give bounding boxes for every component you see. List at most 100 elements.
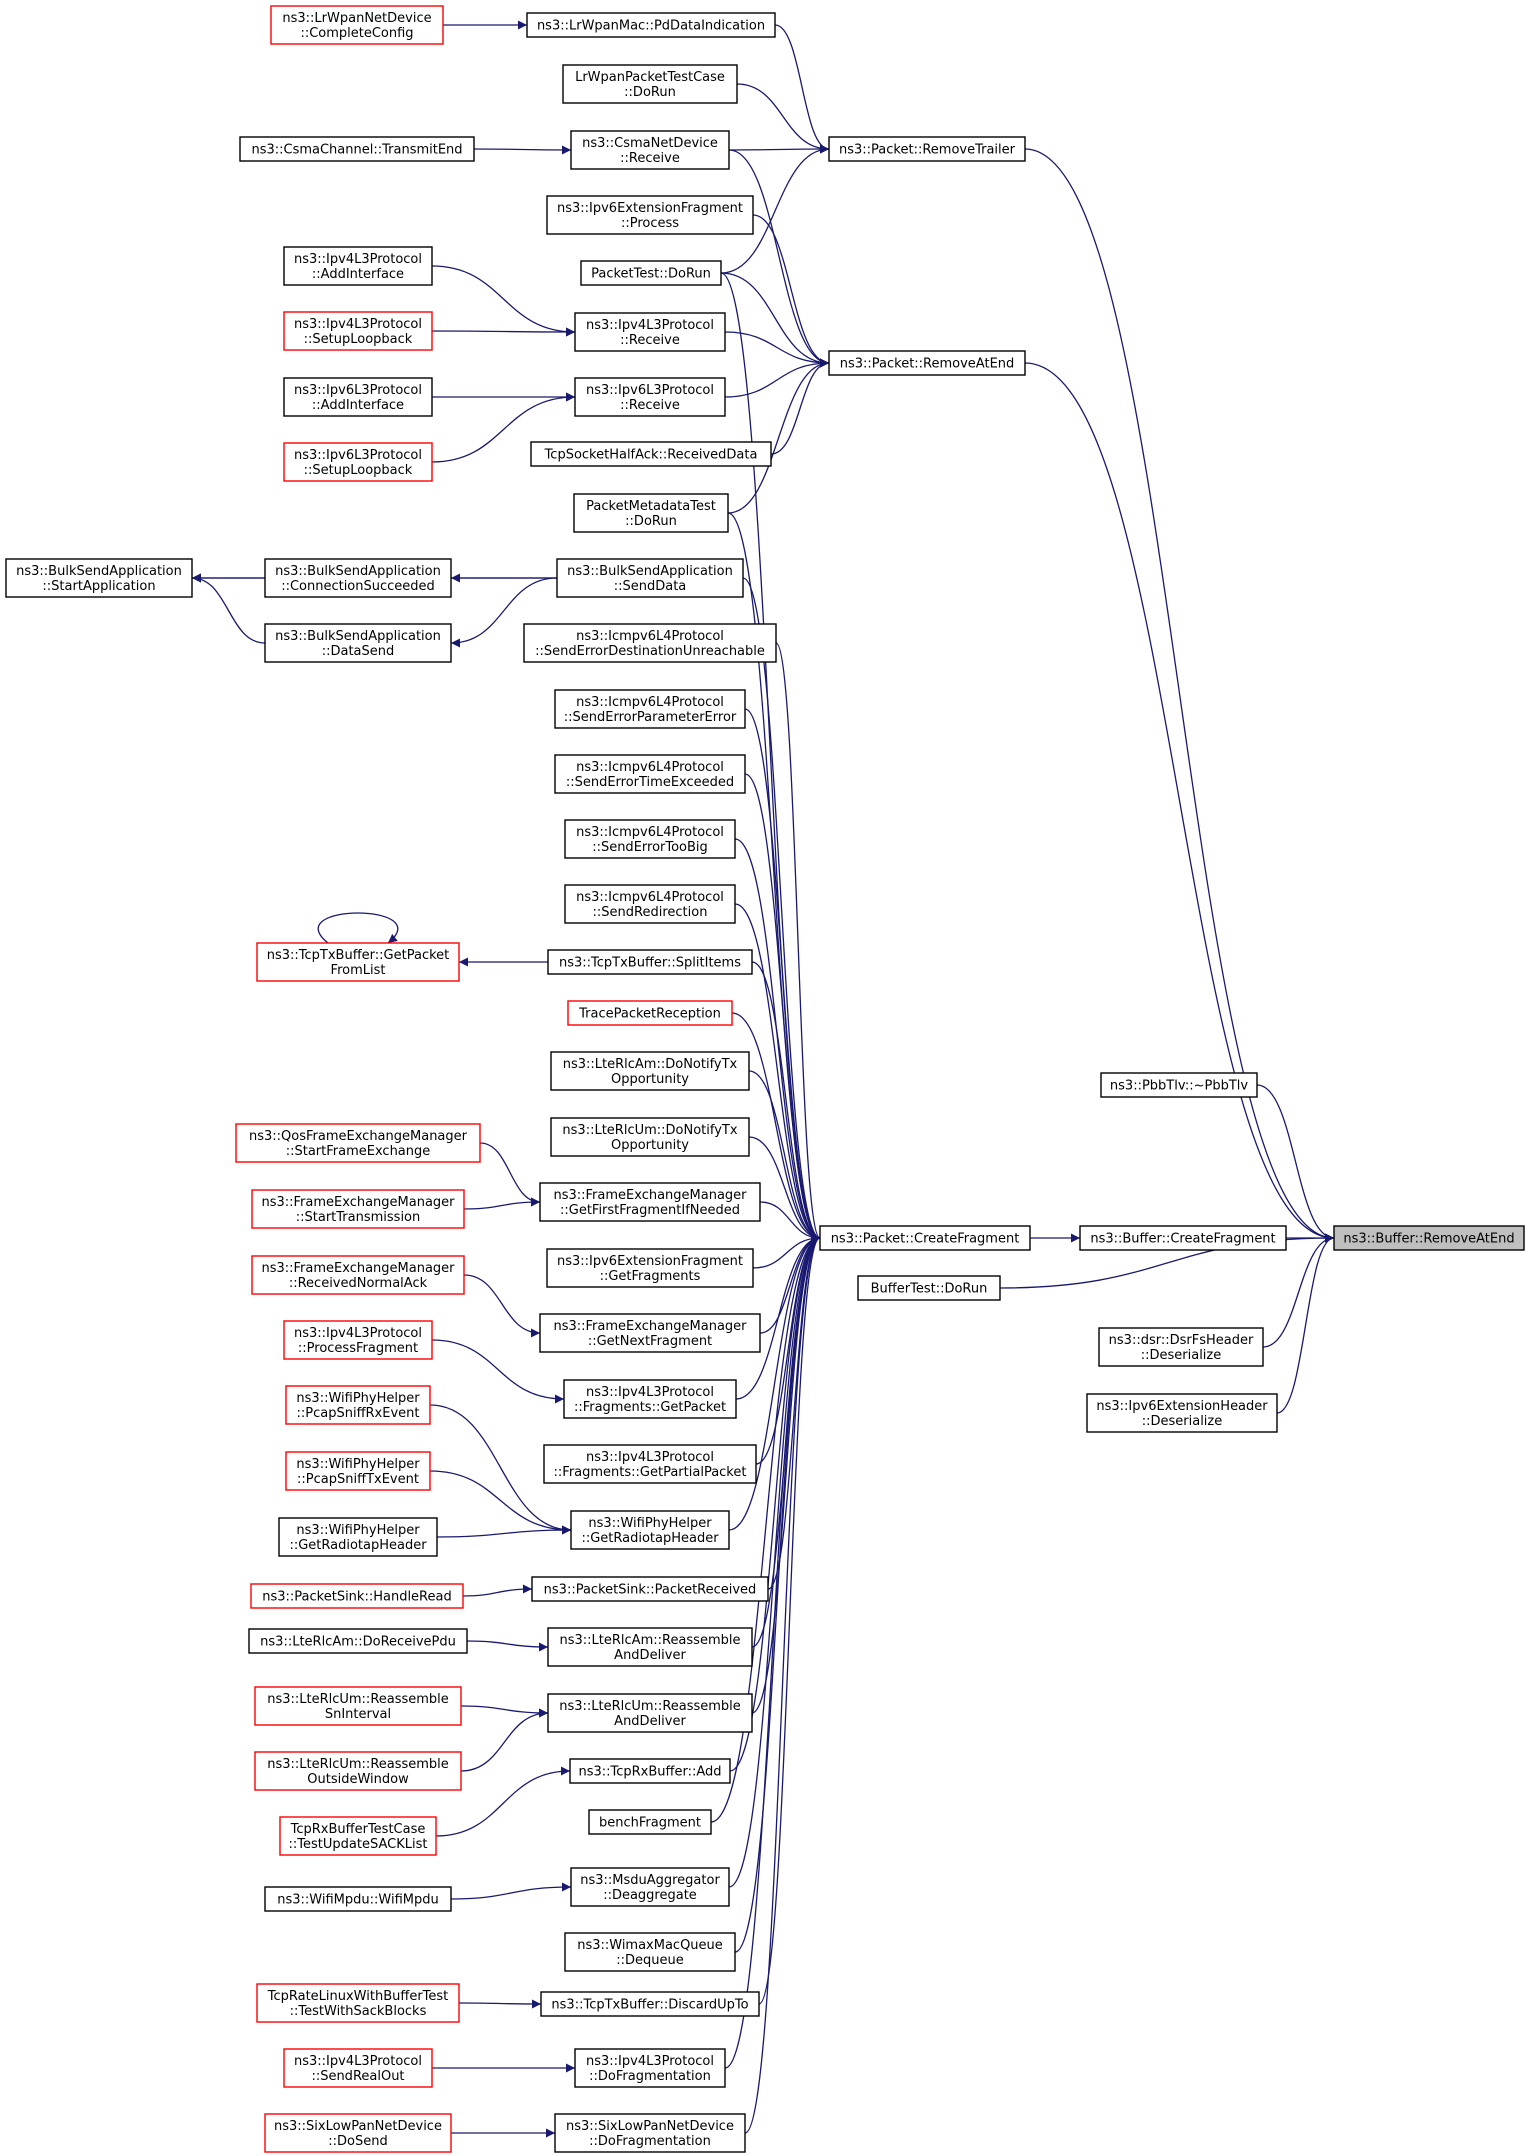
node-icmpParam[interactable]: ns3::Icmpv6L4Protocol::SendErrorParamete… — [554, 689, 746, 729]
call-edge-wifiTx-to-wifiRadio — [429, 1470, 572, 1535]
node-bulkSendData[interactable]: ns3::BulkSendApplication::SendData — [556, 558, 744, 598]
node-bulkConn[interactable]: ns3::BulkSendApplication::ConnectionSucc… — [264, 558, 452, 598]
node-wifiRadio[interactable]: ns3::WifiPhyHelper::GetRadiotapHeader — [570, 1510, 730, 1550]
call-edge-ipv6Receive-to-pktRemoveAtEnd — [724, 358, 830, 398]
node-ipv4DoFrag[interactable]: ns3::Ipv4L3Protocol::DoFragmentation — [574, 2048, 726, 2088]
node-box — [574, 312, 726, 352]
node-wimaxDequeue[interactable]: ns3::WimaxMacQueue::Dequeue — [564, 1932, 736, 1972]
node-pktMetaTest[interactable]: PacketMetadataTest::DoRun — [573, 493, 729, 533]
node-sixDoFrag[interactable]: ns3::SixLowPanNetDevice::DoFragmentation — [554, 2113, 746, 2153]
node-pktRemoveAtEnd[interactable]: ns3::Packet::RemoveAtEnd — [828, 350, 1026, 376]
node-box — [539, 1313, 761, 1353]
node-bulkDataSend[interactable]: ns3::BulkSendApplication::DataSend — [264, 623, 452, 663]
call-edge-csmaReceive-to-removeTrailer — [728, 144, 830, 154]
node-label-line: ns3::BulkSendApplication — [16, 564, 182, 579]
node-lrTestCase[interactable]: LrWpanPacketTestCase::DoRun — [562, 64, 738, 104]
node-ipv4Loop[interactable]: ns3::Ipv4L3Protocol::SetupLoopback — [283, 311, 433, 351]
node-ipv4AddIf[interactable]: ns3::Ipv4L3Protocol::AddInterface — [283, 246, 433, 286]
node-box — [1098, 1327, 1264, 1367]
node-label-line: ns3::LteRlcUm::DoNotifyTx — [562, 1123, 737, 1138]
node-icmpTime[interactable]: ns3::Icmpv6L4Protocol::SendErrorTimeExce… — [554, 754, 746, 794]
node-box — [570, 1867, 730, 1907]
node-tcpDiscard[interactable]: ns3::TcpTxBuffer::DiscardUpTo — [540, 1991, 760, 2017]
call-edge-removeTrailer-to-removeAtEnd — [1024, 148, 1335, 1243]
node-box — [251, 1189, 465, 1229]
node-femNextFrag[interactable]: ns3::FrameExchangeManager::GetNextFragme… — [539, 1313, 761, 1353]
node-ipv6ExtFragGet[interactable]: ns3::Ipv6ExtensionFragment::GetFragments — [546, 1248, 754, 1288]
node-removeAtEnd[interactable]: ns3::Buffer::RemoveAtEnd — [1333, 1225, 1525, 1251]
node-ipv6ExtFragProcess[interactable]: ns3::Ipv6ExtensionFragment::Process — [546, 195, 754, 235]
node-csmaReceive[interactable]: ns3::CsmaNetDevice::Receive — [570, 130, 730, 170]
node-ipv4SendRealOut[interactable]: ns3::Ipv4L3Protocol::SendRealOut — [283, 2048, 433, 2088]
node-wifiRx[interactable]: ns3::WifiPhyHelper::PcapSniffRxEvent — [285, 1385, 431, 1425]
node-sinkReceived[interactable]: ns3::PacketSink::PacketReceived — [531, 1576, 769, 1602]
node-tcpRateSack[interactable]: TcpRateLinuxWithBufferTest::TestWithSack… — [256, 1983, 460, 2023]
node-sixDoSend[interactable]: ns3::SixLowPanNetDevice::DoSend — [264, 2113, 452, 2153]
node-label-line: ns3::PacketSink::HandleRead — [262, 1590, 451, 1605]
node-label-line: ::DoRun — [625, 514, 677, 529]
node-label-line: BufferTest::DoRun — [871, 1282, 988, 1297]
node-benchFrag[interactable]: benchFragment — [588, 1809, 712, 1835]
node-bufCreateFragment[interactable]: ns3::Buffer::CreateFragment — [1079, 1225, 1287, 1251]
node-ipv6Loop[interactable]: ns3::Ipv6L3Protocol::SetupLoopback — [283, 442, 433, 482]
node-icmpDestUnreach[interactable]: ns3::Icmpv6L4Protocol::SendErrorDestinat… — [523, 623, 777, 663]
node-tcpSplit[interactable]: ns3::TcpTxBuffer::SplitItems — [547, 949, 753, 975]
node-sinkHandle[interactable]: ns3::PacketSink::HandleRead — [250, 1583, 464, 1609]
node-wifiRadioLeft[interactable]: ns3::WifiPhyHelper::GetRadiotapHeader — [278, 1517, 438, 1557]
node-dsrFs[interactable]: ns3::dsr::DsrFsHeader::Deserialize — [1098, 1327, 1264, 1367]
node-label-line: ns3::WifiPhyHelper — [296, 1523, 420, 1538]
node-femStartTx[interactable]: ns3::FrameExchangeManager::StartTransmis… — [251, 1189, 465, 1229]
node-wifiMpdu[interactable]: ns3::WifiMpdu::WifiMpdu — [264, 1886, 452, 1912]
node-label-line: ns3::Ipv4L3Protocol — [294, 317, 422, 332]
node-ipv6Receive[interactable]: ns3::Ipv6L3Protocol::Receive — [574, 377, 726, 417]
node-femNormalAck[interactable]: ns3::FrameExchangeManager::ReceivedNorma… — [251, 1255, 465, 1295]
node-pbbTlv[interactable]: ns3::PbbTlv::~PbbTlv — [1100, 1072, 1258, 1098]
node-tracePkt[interactable]: TracePacketReception — [567, 1000, 733, 1026]
node-tcpHalfAck[interactable]: TcpSocketHalfAck::ReceivedData — [530, 441, 772, 467]
node-box — [588, 1809, 712, 1835]
node-removeTrailer[interactable]: ns3::Packet::RemoveTrailer — [828, 136, 1026, 162]
node-box — [254, 1686, 462, 1726]
node-tcpRxAdd[interactable]: ns3::TcpRxBuffer::Add — [569, 1758, 731, 1784]
node-lrPdData[interactable]: ns3::LrWpanMac::PdDataIndication — [526, 12, 776, 38]
node-packetTest[interactable]: PacketTest::DoRun — [580, 260, 722, 286]
node-box — [235, 1123, 481, 1163]
node-msduDeagg[interactable]: ns3::MsduAggregator::Deaggregate — [570, 1867, 730, 1907]
node-bulkStart[interactable]: ns3::BulkSendApplication::StartApplicati… — [5, 558, 193, 598]
node-box — [283, 311, 433, 351]
node-ipv4FragPartial[interactable]: ns3::Ipv4L3Protocol::Fragments::GetParti… — [543, 1444, 757, 1484]
node-box — [1100, 1072, 1258, 1098]
node-box — [283, 2048, 433, 2088]
node-ipv6AddIf[interactable]: ns3::Ipv6L3Protocol::AddInterface — [283, 377, 433, 417]
call-edge-pktRemoveAtEnd-to-removeAtEnd — [1024, 362, 1335, 1243]
node-label-line: ns3::Packet::CreateFragment — [831, 1232, 1020, 1247]
node-lteAmReceive[interactable]: ns3::LteRlcAm::DoReceivePdu — [248, 1628, 468, 1654]
node-box — [574, 377, 726, 417]
node-icmpRedirect[interactable]: ns3::Icmpv6L4Protocol::SendRedirection — [564, 884, 736, 924]
call-edge-ipv6ExtFragProcess-to-pktRemoveAtEnd — [752, 214, 830, 368]
node-label-line: ::GetFragments — [600, 1269, 701, 1284]
node-lrCompleteConfig[interactable]: ns3::LrWpanNetDevice::CompleteConfig — [270, 5, 444, 45]
node-icmpTooBig[interactable]: ns3::Icmpv6L4Protocol::SendErrorTooBig — [564, 819, 736, 859]
node-ipv4FragGetPkt[interactable]: ns3::Ipv4L3Protocol::Fragments::GetPacke… — [563, 1379, 737, 1419]
node-ipv4Receive[interactable]: ns3::Ipv4L3Protocol::Receive — [574, 312, 726, 352]
node-femFirstFrag[interactable]: ns3::FrameExchangeManager::GetFirstFragm… — [539, 1182, 761, 1222]
node-box — [543, 1444, 757, 1484]
node-label-line: ns3::Ipv6ExtensionFragment — [557, 201, 743, 216]
node-label-line: ns3::Ipv6ExtensionFragment — [557, 1254, 743, 1269]
node-wifiTx[interactable]: ns3::WifiPhyHelper::PcapSniffTxEvent — [285, 1451, 431, 1491]
node-csmaTransmitEnd[interactable]: ns3::CsmaChannel::TransmitEnd — [239, 136, 475, 162]
node-tcpRxSack[interactable]: TcpRxBufferTestCase::TestUpdateSACKList — [279, 1816, 437, 1856]
node-qosStart[interactable]: ns3::QosFrameExchangeManager::StartFrame… — [235, 1123, 481, 1163]
node-ipv6ExtHdr[interactable]: ns3::Ipv6ExtensionHeader::Deserialize — [1086, 1393, 1278, 1433]
node-pktCreateFragment[interactable]: ns3::Packet::CreateFragment — [819, 1225, 1031, 1251]
node-ipv4ProcFrag[interactable]: ns3::Ipv4L3Protocol::ProcessFragment — [283, 1320, 433, 1360]
node-bufferTest[interactable]: BufferTest::DoRun — [857, 1275, 1001, 1301]
